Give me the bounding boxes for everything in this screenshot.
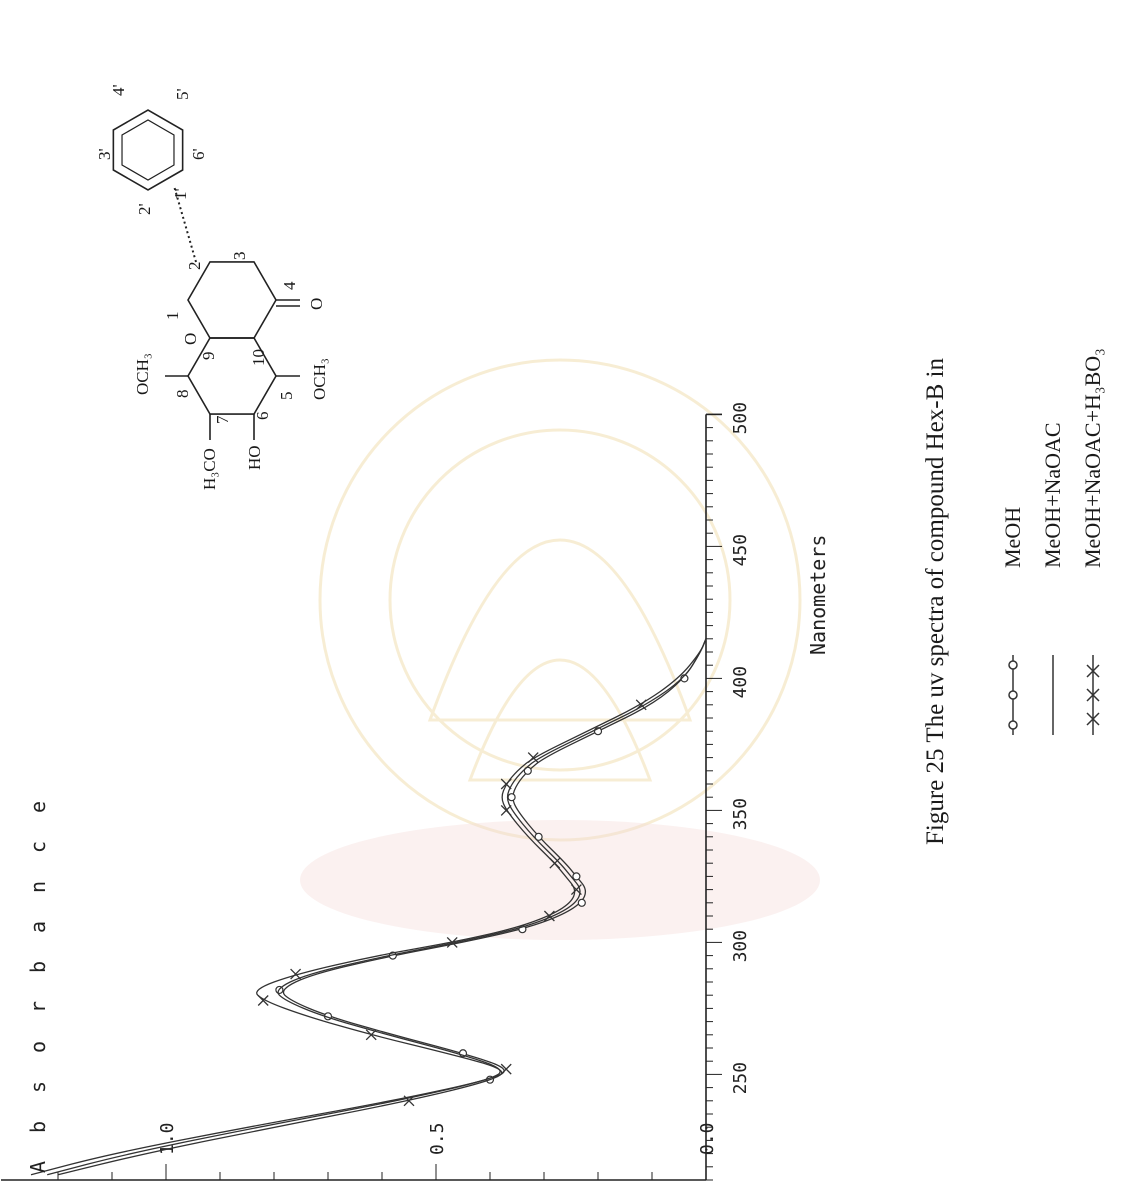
- series-3-point: [446, 936, 458, 948]
- series-3-point: [635, 699, 647, 711]
- atom-number-4: 4: [280, 281, 299, 290]
- legend-label-h3bo3: MeOH+NaOAC+H₃BO₃: [1080, 348, 1105, 568]
- series-3-point: [543, 910, 555, 922]
- series-3-point: [570, 884, 582, 896]
- x-tick-label: 300: [730, 930, 751, 963]
- label-ho: HO: [245, 445, 264, 470]
- phenyl-inner-ring: [121, 119, 175, 181]
- legend-label-meoh: MeOH: [1000, 506, 1025, 568]
- y-axis-title-letter: A: [26, 1160, 51, 1174]
- chemical-structure: OCH₃ OCH₃ O H₃CO HO O 1 2 3 4 5 6 7 8 9 10 1' 2' 3' 4' 5' 6': [95, 84, 329, 490]
- atom-number-6p: 6': [189, 148, 208, 160]
- series-line-1: [30, 638, 707, 1176]
- y-tick-label: 0.5: [427, 1122, 448, 1155]
- y-tick-label: 0.0: [697, 1122, 718, 1155]
- x-tick-label: 400: [730, 666, 751, 699]
- atom-number-7: 7: [213, 415, 232, 424]
- atom-number-1p: 1': [171, 188, 190, 200]
- series-3-point: [527, 752, 539, 764]
- series-3-point: [500, 778, 512, 790]
- y-axis-title-letter: b: [26, 1120, 51, 1134]
- y-axis-title-letter: b: [26, 960, 51, 974]
- series-3-point: [365, 1029, 377, 1041]
- y-axis-title-letter: r: [26, 1000, 51, 1014]
- series-3-point: [290, 968, 302, 980]
- phenyl-ring: [112, 109, 184, 191]
- series-1-point: [534, 832, 543, 841]
- watermark-emblem: [300, 358, 820, 940]
- atom-number-1: 1: [163, 312, 182, 321]
- series-1-point: [572, 872, 581, 881]
- series-3-point: [549, 857, 561, 869]
- x-tick-label: 500: [730, 402, 751, 435]
- label-och3-bottom: OCH₃: [310, 358, 329, 400]
- atom-number-4p: 4': [109, 84, 128, 96]
- atom-number-2p: 2': [135, 203, 154, 215]
- series-layer: [30, 638, 707, 1176]
- atom-number-10: 10: [249, 349, 268, 366]
- atom-number-5: 5: [277, 392, 296, 401]
- legend-marker-meoh: [1008, 655, 1018, 735]
- series-3-point: [403, 1095, 415, 1107]
- y-axis-title-letter: a: [26, 920, 51, 934]
- atom-number-2: 2: [185, 262, 204, 271]
- atom-number-9: 9: [199, 352, 218, 361]
- y-axis-title-letter: e: [26, 800, 51, 814]
- atom-number-8: 8: [173, 390, 192, 399]
- legend-label-naoac: MeOH+NaOAC: [1040, 422, 1065, 568]
- series-1-point: [507, 793, 516, 802]
- x-axis-title: Nanometers: [806, 534, 830, 655]
- pyranone-ring: [187, 261, 277, 339]
- series-line-2: [47, 638, 707, 1176]
- legend-marker-naoac: [1052, 655, 1054, 735]
- series-line-3: [57, 638, 707, 1176]
- stereo-bond: [173, 185, 197, 263]
- figure-caption: Figure 25 The uv spectra of compound Hex…: [922, 358, 949, 845]
- series-3-point: [500, 804, 512, 816]
- atom-number-3p: 3': [95, 148, 114, 160]
- x-tick-label: 250: [730, 1062, 751, 1095]
- y-axis-title-letter: c: [26, 840, 51, 854]
- x-tick-label: 450: [730, 534, 751, 567]
- label-och3-top: OCH₃: [133, 353, 152, 395]
- label-carbonyl-o: O: [307, 298, 326, 310]
- x-tick-label: 350: [730, 798, 751, 831]
- series-3-point: [257, 995, 269, 1006]
- atom-number-5p: 5': [173, 88, 192, 100]
- y-axis-title-letter: n: [26, 880, 51, 894]
- label-ring-o: O: [181, 333, 200, 345]
- series-1-point: [577, 898, 586, 907]
- series-3-point: [500, 1063, 512, 1075]
- legend-marker-h3bo3: [1086, 655, 1100, 735]
- y-axis-title-letter: o: [26, 1040, 51, 1054]
- atom-number-6: 6: [253, 412, 272, 421]
- atom-number-3: 3: [230, 252, 249, 261]
- label-h3co: H₃CO: [200, 448, 219, 490]
- y-axis-title-letter: s: [26, 1080, 51, 1094]
